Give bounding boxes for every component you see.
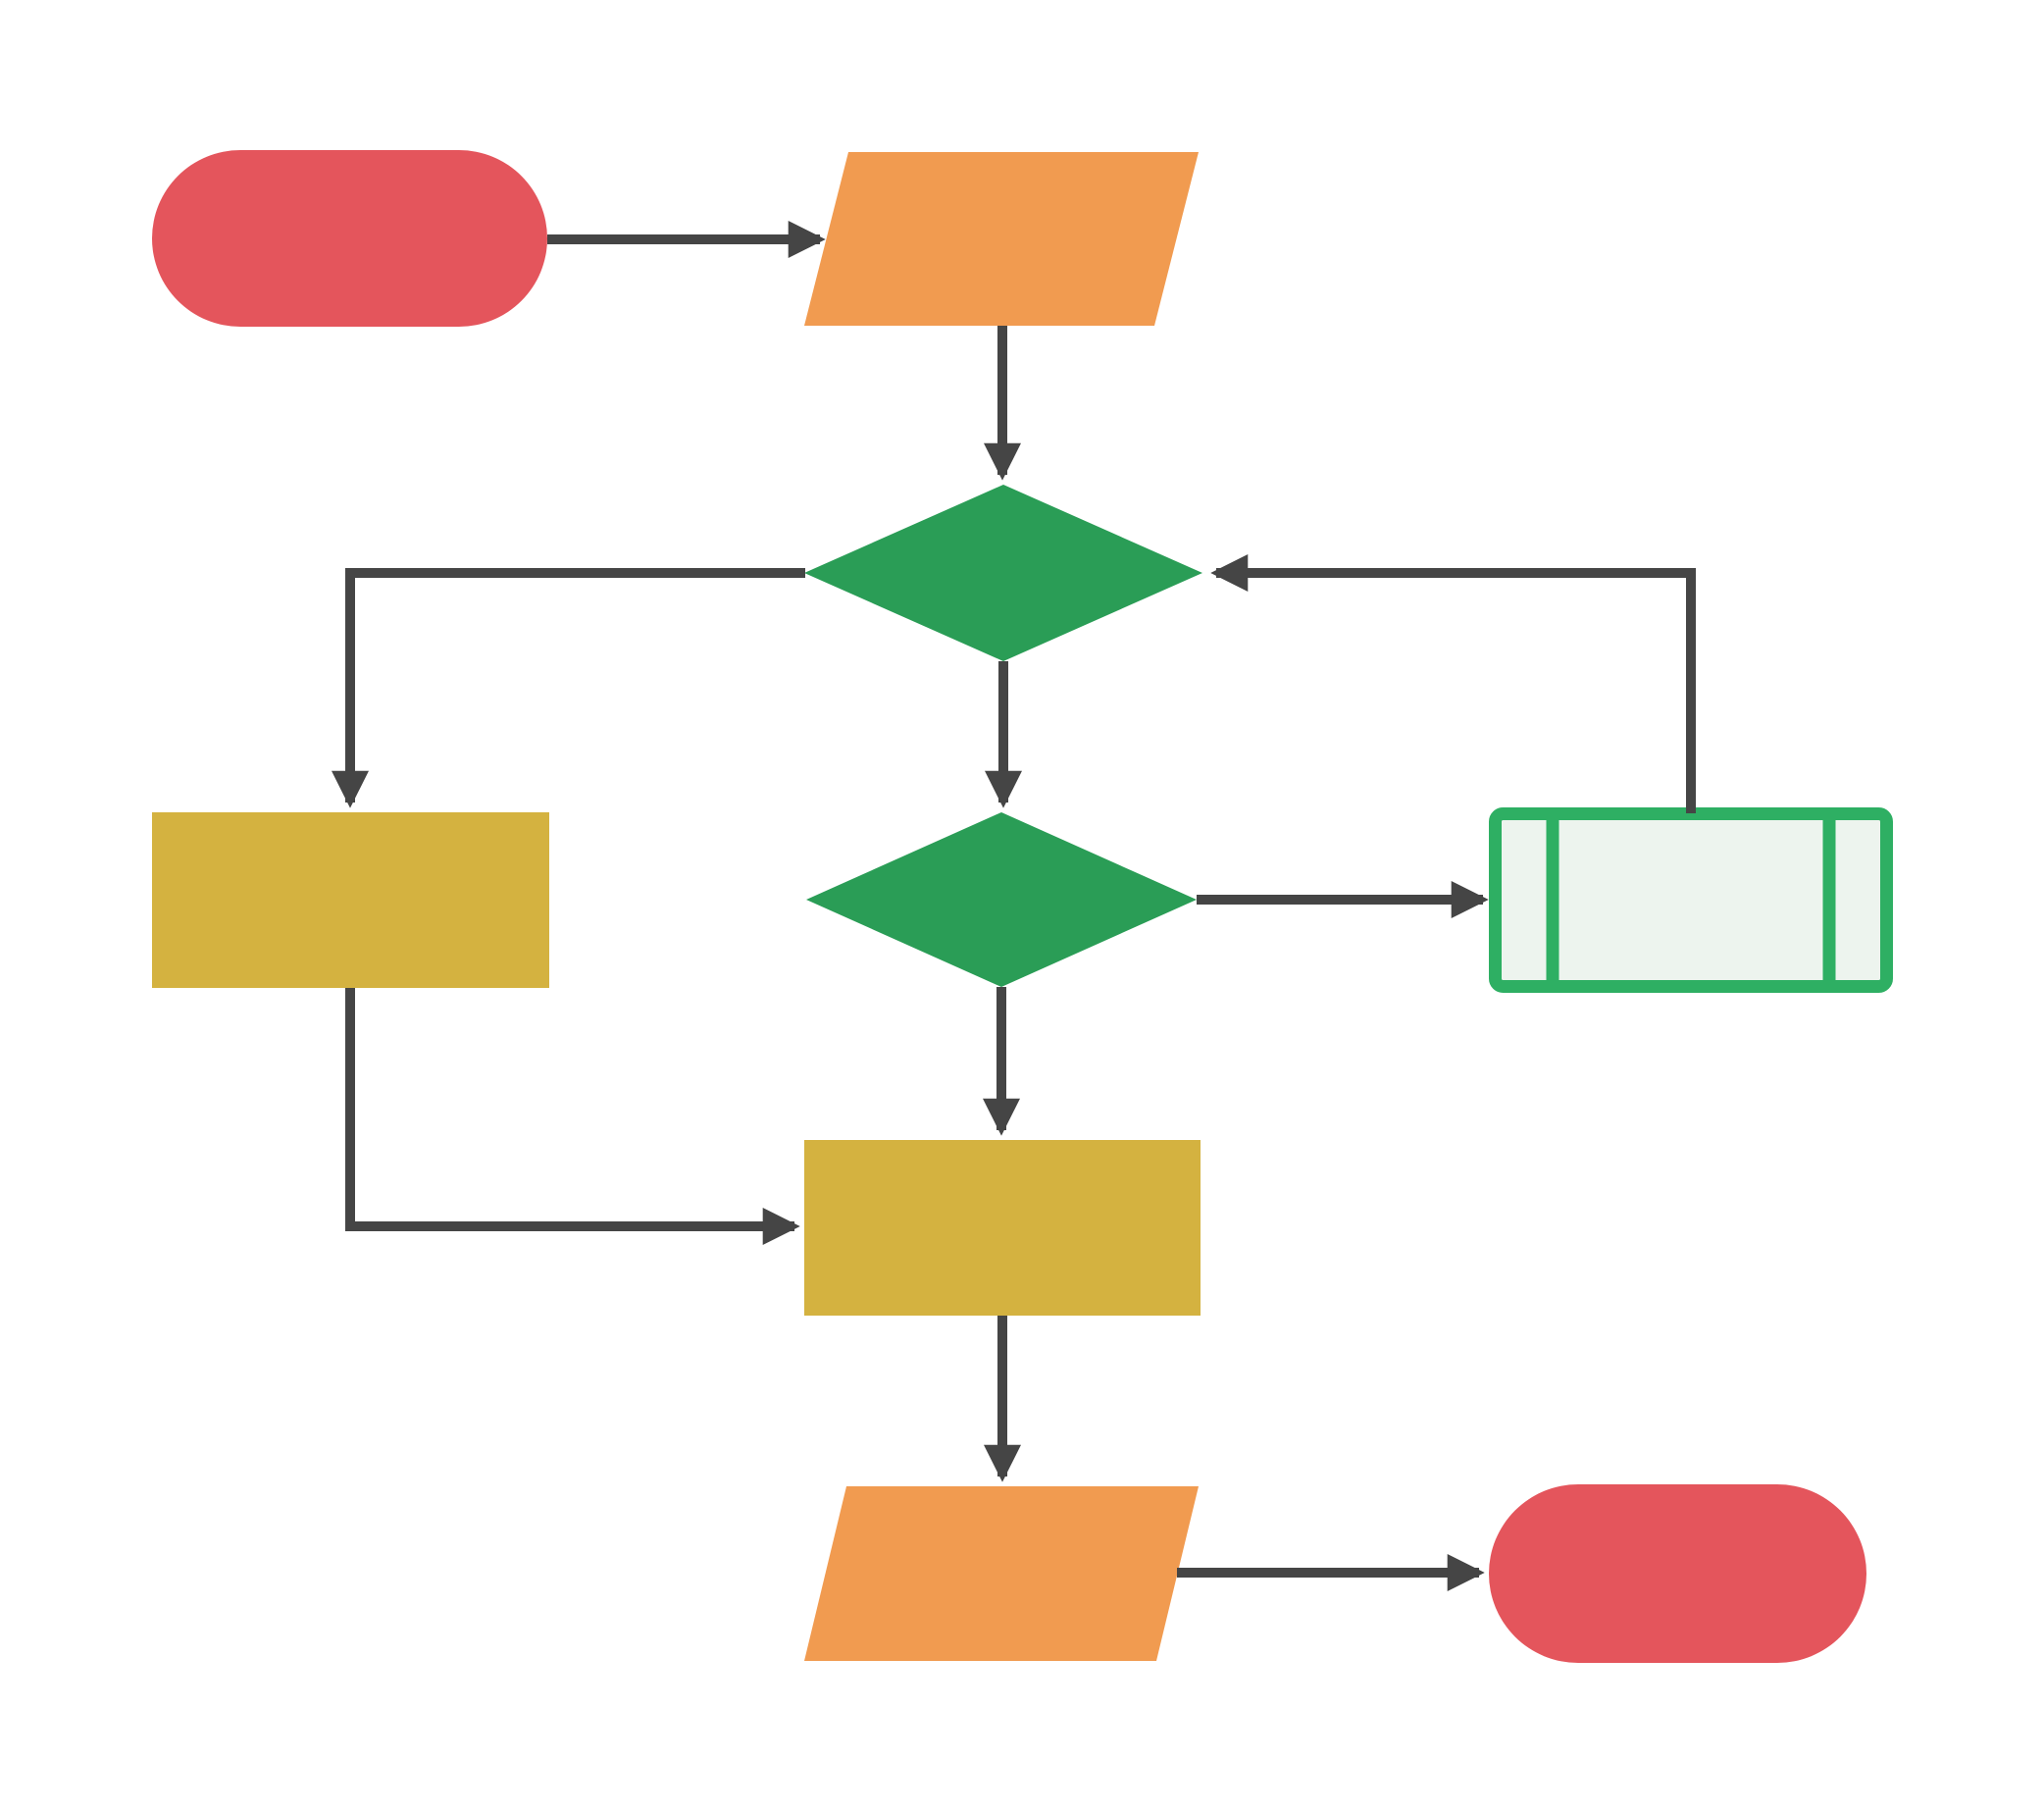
start-terminator[interactable] xyxy=(152,150,547,327)
end-terminator[interactable] xyxy=(1489,1484,1866,1663)
process-left[interactable] xyxy=(152,812,549,988)
process-center[interactable] xyxy=(804,1140,1201,1316)
subroutine-right[interactable] xyxy=(1489,807,1893,993)
io-parallelogram-bottom[interactable] xyxy=(804,1486,1199,1661)
connector-subroutine-to-decision1[interactable] xyxy=(1210,554,1696,813)
connector-decision1-to-process-left[interactable] xyxy=(332,568,805,808)
connector-process-left-to-process-center[interactable] xyxy=(345,988,800,1245)
io-parallelogram-top[interactable] xyxy=(804,152,1199,326)
decision-1[interactable] xyxy=(804,485,1202,661)
decision-2[interactable] xyxy=(806,812,1197,987)
